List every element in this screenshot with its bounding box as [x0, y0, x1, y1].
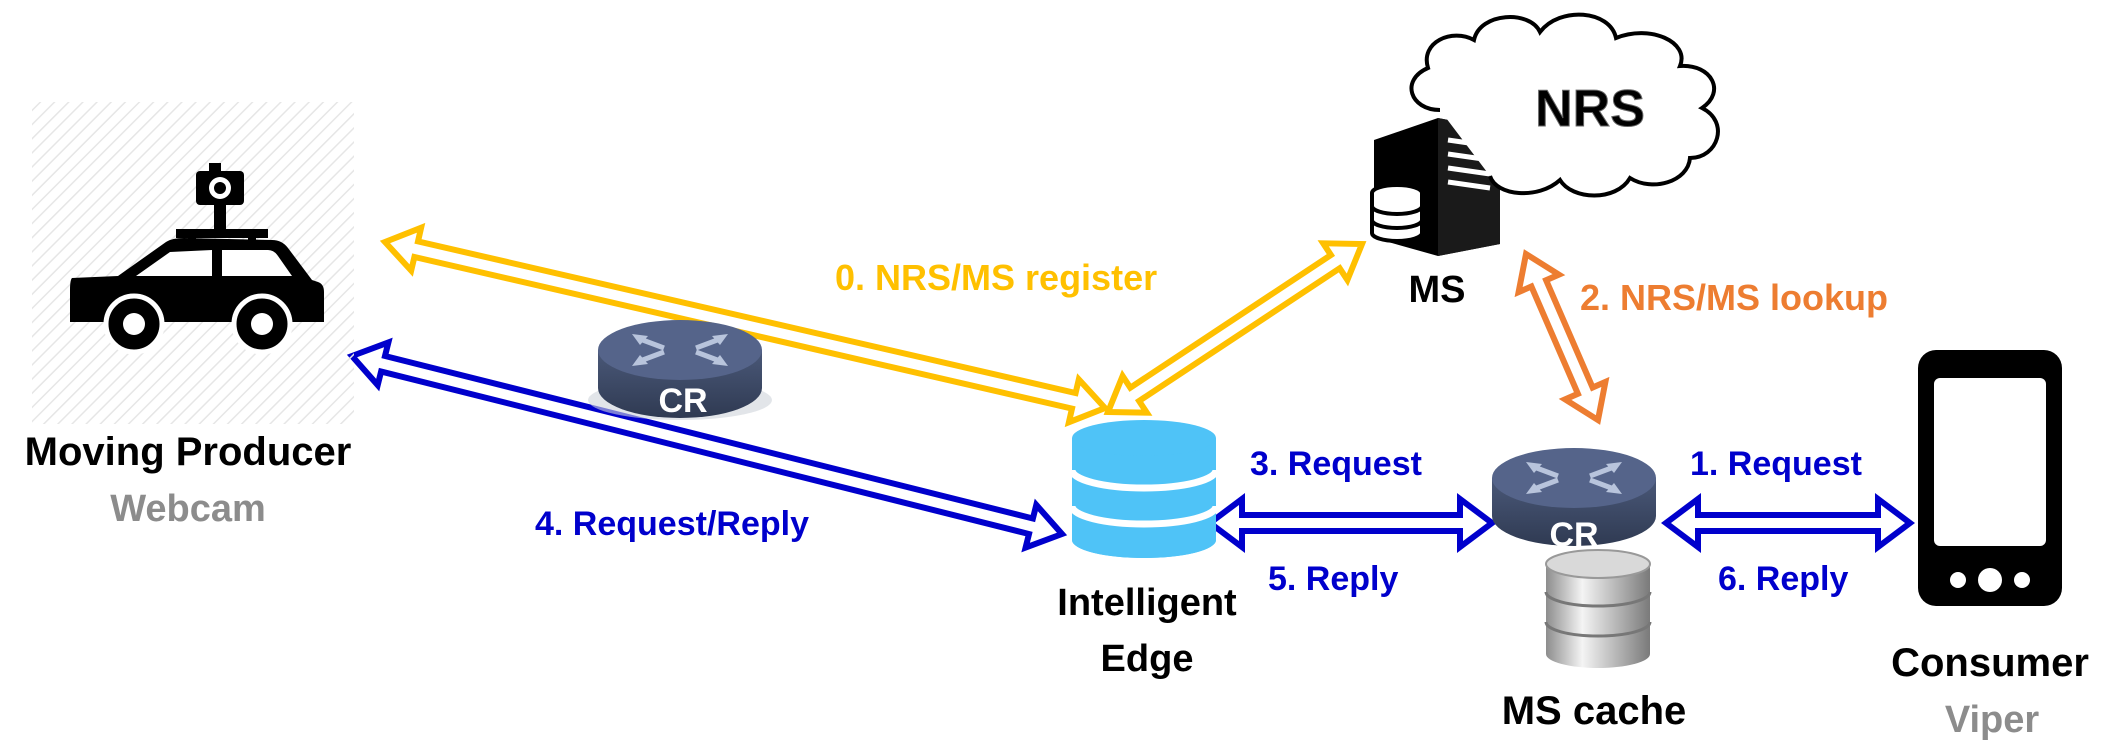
producer-subtitle: Webcam — [110, 488, 266, 530]
server-icon — [1370, 118, 1500, 256]
consumer-title: Consumer — [1891, 641, 2089, 685]
request1-label: 1. Request — [1690, 445, 1862, 483]
cloud-label: NRS — [1535, 80, 1645, 138]
reply6-label: 6. Reply — [1718, 560, 1848, 598]
request3-label: 3. Request — [1250, 445, 1422, 483]
car-camera-icon — [32, 102, 354, 424]
edge-label-line1: Intelligent — [1057, 582, 1237, 624]
request-reply-arrow-edge-cr — [1205, 493, 1497, 553]
ms-server-label: MS — [1409, 269, 1466, 311]
ms-cache-label: MS cache — [1502, 689, 1687, 733]
producer-title: Moving Producer — [25, 430, 352, 474]
cr-right-label: CR — [1549, 516, 1598, 554]
router-icon — [1492, 448, 1656, 546]
lookup-link-label: 2. NRS/MS lookup — [1580, 277, 1888, 318]
request-reply-label: 4. Request/Reply — [535, 505, 809, 543]
cache-disk-icon — [1544, 549, 1652, 668]
phone-icon — [1918, 350, 2062, 606]
consumer-subtitle: Viper — [1945, 699, 2040, 741]
router-icon — [588, 320, 772, 420]
request-reply-arrow — [346, 337, 1068, 553]
register-arrow-producer-edge — [379, 222, 1111, 428]
request-reply-arrow-cr-phone — [1661, 493, 1915, 553]
edge-label-line2: Edge — [1101, 638, 1194, 680]
database-icon — [1068, 420, 1220, 558]
cr-left-label: CR — [658, 382, 707, 420]
cloud-icon — [1409, 12, 1720, 198]
register-arrow-edge-ms — [1103, 240, 1367, 416]
reply5-label: 5. Reply — [1268, 560, 1398, 598]
lookup-arrow — [1514, 249, 1610, 425]
register-link-label: 0. NRS/MS register — [835, 257, 1157, 298]
